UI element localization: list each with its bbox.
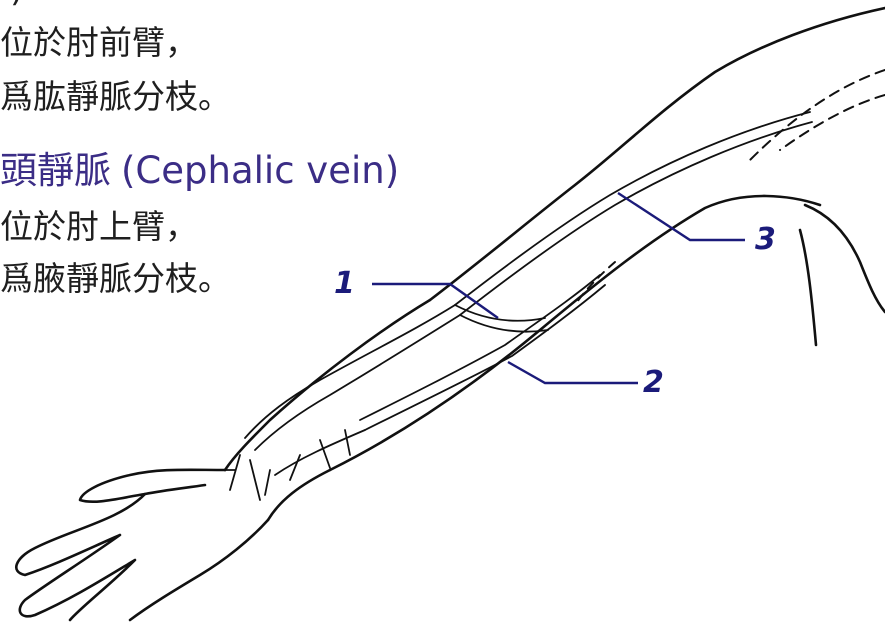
- forearm-bottom-outline: [268, 470, 330, 520]
- forearm-top-outline: [225, 300, 430, 470]
- cephalic-vein-line-b: [460, 122, 812, 315]
- forearm-vein-2: [245, 305, 455, 438]
- vein-label-3: 3: [755, 222, 776, 257]
- basilic-vein-line-a: [360, 275, 600, 420]
- cephalic-vein-line-a: [455, 112, 810, 305]
- hand-vein-branches: [215, 430, 350, 500]
- leader-line-2: [508, 362, 638, 383]
- hand-outline: [16, 470, 268, 620]
- vein-label-2: 2: [643, 365, 664, 400]
- dashed-vein-2: [780, 95, 885, 150]
- arm-upper-outline: [430, 8, 885, 300]
- armpit-outline: [800, 230, 816, 345]
- thumb-outline: [145, 485, 205, 494]
- dashed-vein-1: [750, 70, 885, 160]
- arm-lower-outline: [330, 196, 820, 470]
- vein-label-1: 1: [334, 266, 355, 301]
- shoulder-outline: [805, 205, 885, 312]
- forearm-vein-1: [255, 315, 460, 450]
- forearm-vein-3: [275, 430, 365, 475]
